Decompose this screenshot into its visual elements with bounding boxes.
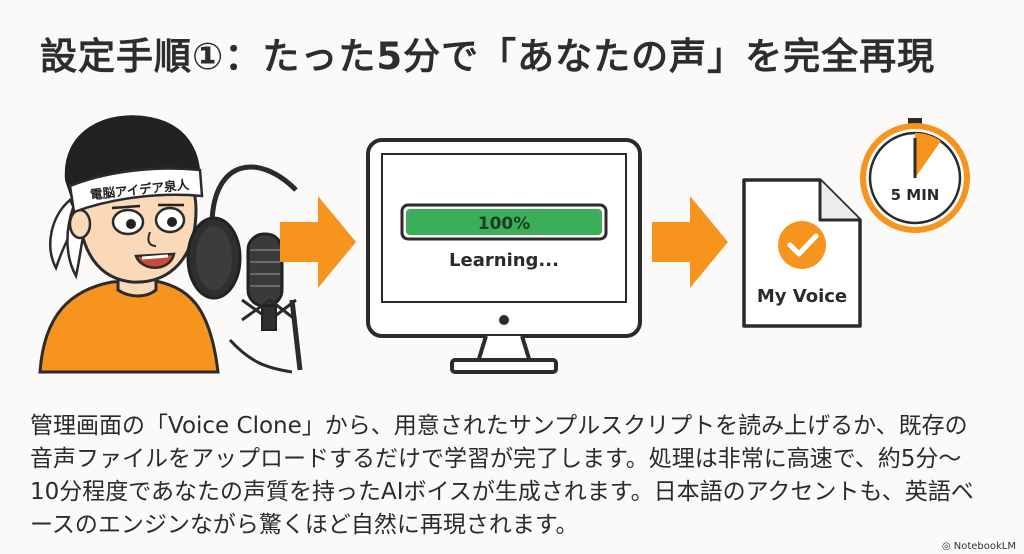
arrow-right-icon <box>652 196 728 288</box>
timer-label: 5 MIN <box>891 186 940 204</box>
monitor: 100% Learning... <box>366 138 642 374</box>
document-label: My Voice <box>757 286 847 307</box>
watermark: ◎ NotebookLM <box>942 541 1016 552</box>
progress-label: 100% <box>478 214 531 234</box>
progress-bar-fill <box>406 209 602 235</box>
timer-elapsed-wedge <box>915 132 941 178</box>
notebooklm-icon: ◎ <box>941 541 951 552</box>
microphone-icon <box>186 164 303 374</box>
description-text: 管理画面の「Voice Clone」から、用意されたサンプルスクリプトを読み上げ… <box>30 413 974 538</box>
arrow-right-icon <box>280 196 356 288</box>
check-circle-icon <box>778 221 826 269</box>
speaker-illustration: 電脳アイデア泉人 <box>38 115 220 374</box>
watermark-label: NotebookLM <box>953 541 1016 552</box>
status-text: Learning... <box>449 250 559 271</box>
voice-document: My Voice <box>742 178 862 328</box>
checkmark-icon <box>787 233 819 257</box>
headband <box>68 167 204 214</box>
timer-icon: 5 MIN <box>860 118 970 233</box>
page-title: 設定手順①：たった5分で「あなたの声」を完全再現 <box>40 35 936 78</box>
